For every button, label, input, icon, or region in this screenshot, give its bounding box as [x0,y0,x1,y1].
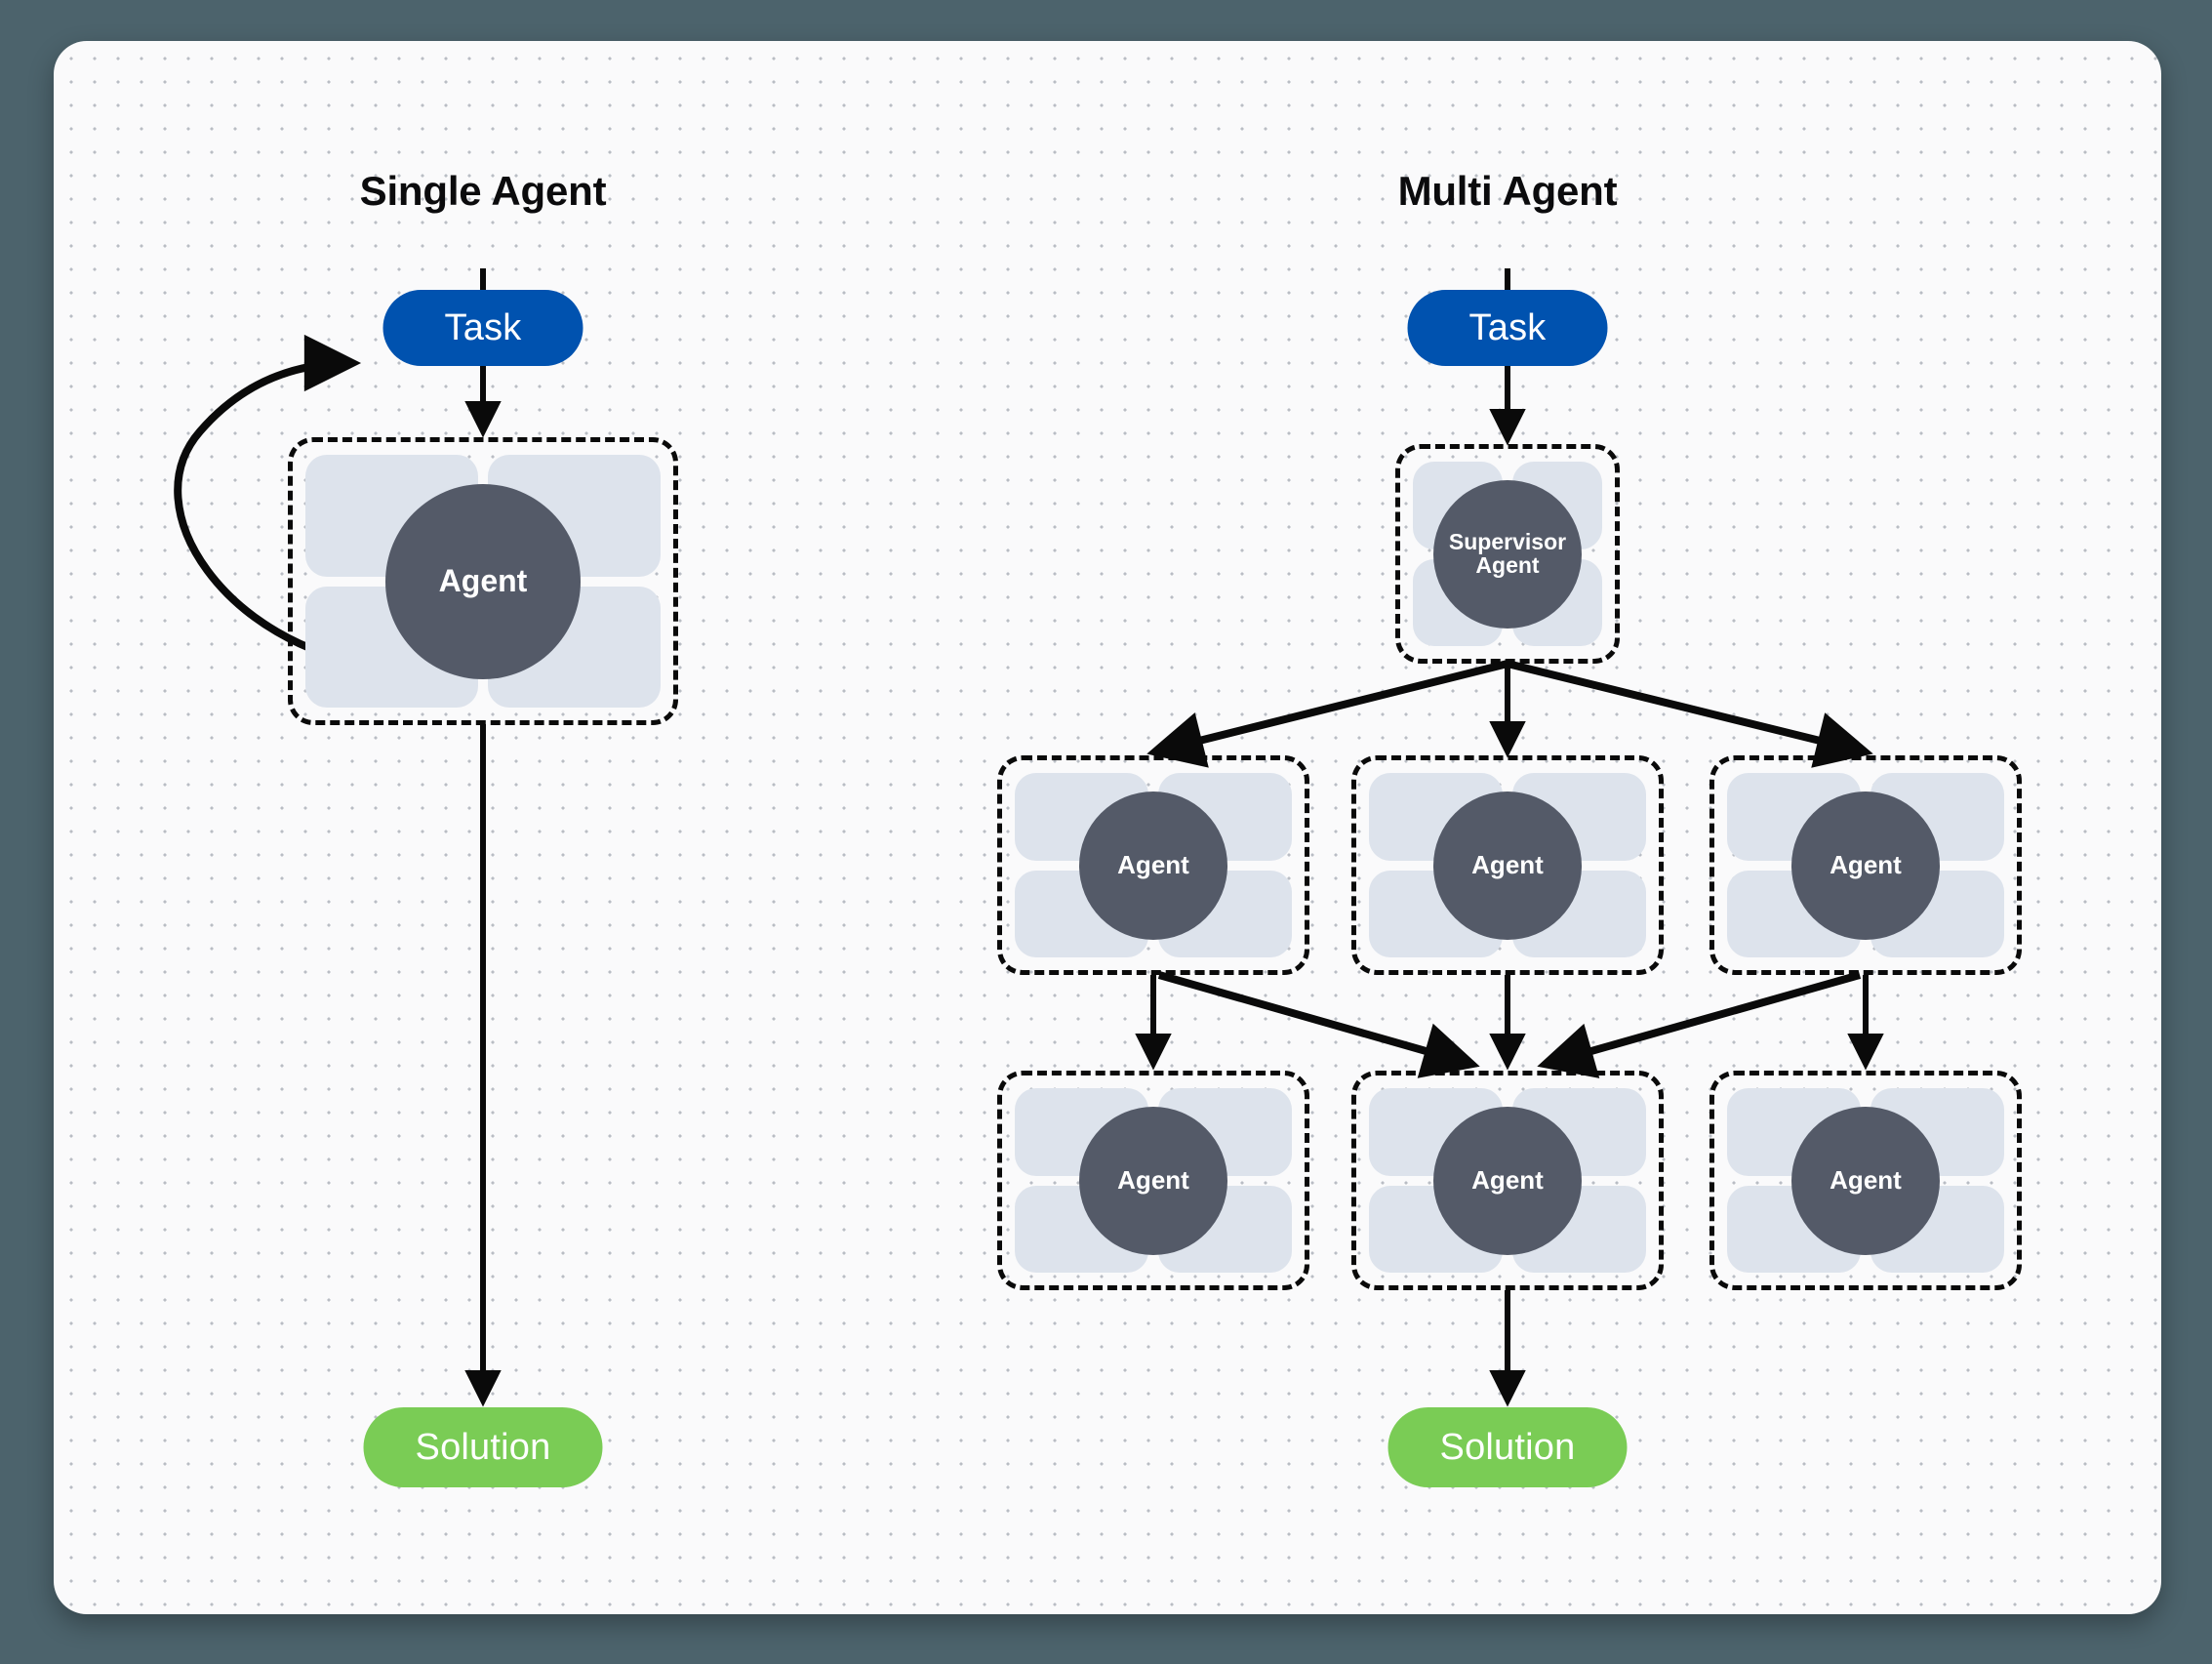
node-agent-row1-col3[interactable]: Agent [1709,755,2022,975]
node-task-single-label: Task [444,307,522,348]
node-solution-single[interactable]: Solution [363,1407,603,1487]
node-agent-row2-col3[interactable]: Agent [1709,1071,2022,1290]
node-agent-row2-col2[interactable]: Agent [1351,1071,1664,1290]
agent-core-label: Agent [1117,1165,1189,1196]
agent-core-circle: Agent [1433,791,1582,940]
node-task-single[interactable]: Task [382,290,583,366]
agent-core-circle: Agent [1791,791,1940,940]
node-task-multi-label: Task [1468,307,1547,348]
node-agent-row1-col1[interactable]: Agent [997,755,1309,975]
diagram-canvas: Single Agent Task Agent Solution Multi A… [54,41,2161,1614]
node-supervisor-agent[interactable]: Supervisor Agent [1395,444,1620,664]
agent-core-label: Agent [1117,850,1189,880]
edge-supervisor-to-agent-r1c1 [1146,660,1508,768]
supervisor-core-label-line1: Supervisor [1448,528,1567,554]
agent-core-label: Agent [1471,1165,1544,1196]
agent-core-circle: Agent [385,483,581,679]
agent-core-circle: Agent [1079,791,1227,940]
agent-core-label: Agent [1830,850,1902,880]
panel-title-multi-agent: Multi Agent [1397,168,1618,214]
node-agent-row2-col1[interactable]: Agent [997,1071,1309,1290]
edge-supervisor-to-agent-r1c3 [1507,660,1873,768]
node-solution-multi[interactable]: Solution [1388,1407,1628,1487]
edge-agent-r1c1-to-r2c2 [1157,971,1480,1078]
supervisor-core-circle: Supervisor Agent [1433,479,1582,629]
agent-core-label: Agent [438,563,528,599]
node-agent-single[interactable]: Agent [288,437,678,725]
agent-core-label: Agent [1830,1165,1902,1196]
node-solution-multi-label: Solution [1439,1427,1576,1468]
node-task-multi[interactable]: Task [1407,290,1608,366]
panel-title-single-agent: Single Agent [359,168,607,214]
agent-core-circle: Agent [1079,1106,1227,1255]
agent-core-circle: Agent [1433,1106,1582,1255]
node-agent-row1-col2[interactable]: Agent [1351,755,1664,975]
agent-core-label: Agent [1471,850,1544,880]
node-solution-single-label: Solution [415,1427,551,1468]
supervisor-core-label-line2: Agent [1475,551,1540,578]
agent-core-circle: Agent [1791,1106,1940,1255]
edge-agent-r1c3-to-r2c2 [1537,971,1862,1078]
